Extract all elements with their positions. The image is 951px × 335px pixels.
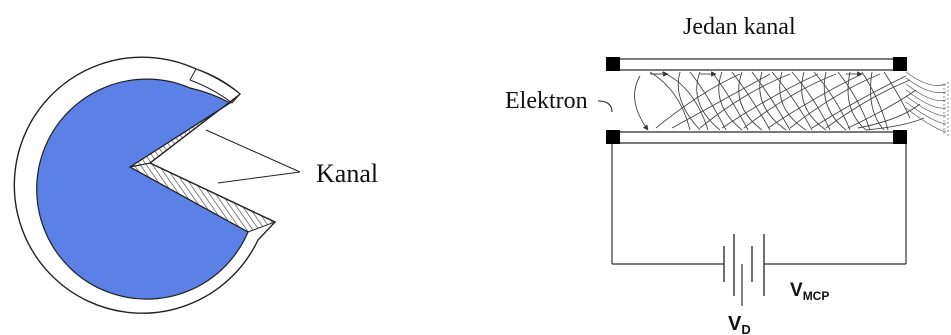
vmcp-label: VMCP — [790, 280, 829, 303]
top-plate-cap-left — [606, 57, 620, 71]
vd-main: V — [728, 313, 742, 335]
electron-label: Elektron — [505, 88, 588, 114]
vd-label: VD — [728, 313, 751, 335]
exit-electrons — [905, 71, 949, 136]
bottom-plate-cap-right — [893, 130, 907, 144]
vmcp-main: V — [790, 280, 803, 301]
bottom-plate-cap-left — [606, 130, 620, 144]
vmcp-sub: MCP — [803, 289, 830, 303]
electron-leader — [597, 100, 613, 113]
top-plate-cap-right — [893, 57, 907, 71]
kanal-label: Kanal — [316, 159, 378, 188]
channel-title: Jedan kanal — [683, 14, 796, 40]
kanal-leader-1 — [205, 129, 301, 173]
channel-figure: Jedan kanal Elektron — [505, 14, 949, 335]
circuit — [611, 144, 907, 306]
channel-wall-lower — [128, 162, 277, 233]
top-plate — [609, 58, 907, 71]
disc-edge — [189, 68, 241, 104]
mcp-disc-figure: Kanal — [13, 56, 378, 314]
electron-trajectories — [634, 71, 925, 131]
kanal-leader-2 — [217, 171, 301, 184]
vd-sub: D — [741, 322, 750, 335]
bottom-plate — [609, 131, 907, 144]
